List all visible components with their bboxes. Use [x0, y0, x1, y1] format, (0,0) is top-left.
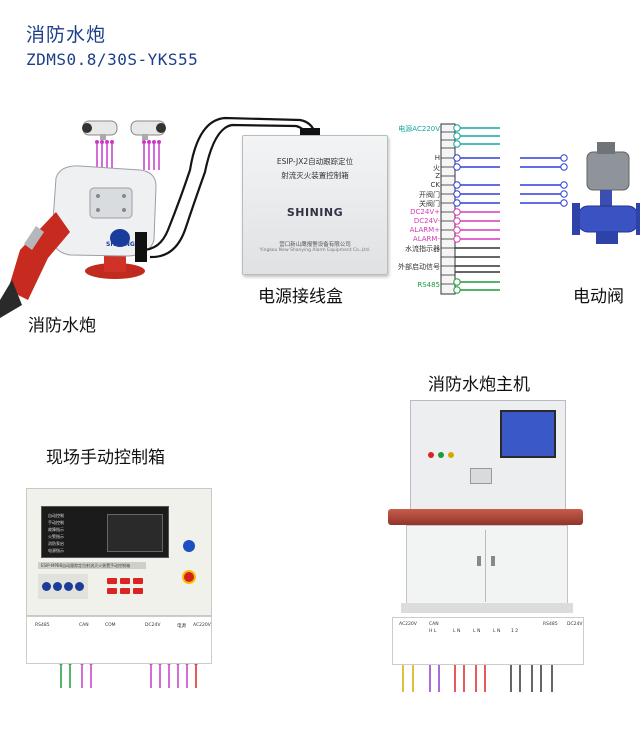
box-label-line2: 射流灭火装置控制箱 [281, 171, 349, 180]
control-button[interactable] [133, 588, 143, 594]
keypad-button[interactable] [53, 582, 62, 591]
box-brand: SHINING [286, 206, 344, 219]
lcd-line: 电源指示 [48, 548, 64, 553]
terminal-label-dc24-minus: DC24V- [413, 217, 440, 225]
terminal-label-flow-indicator: 水流指示器 [405, 245, 440, 253]
caption-host: 消防水炮主机 [428, 375, 530, 395]
electric-valve-icon [572, 142, 640, 244]
key-switch-icon[interactable] [183, 540, 195, 552]
power-junction-box: ESIP-JX2自动跟踪定位 射流灭火装置控制箱 SHINING 营口新山鹰报警… [242, 135, 388, 275]
manual-lcd-indicators: 自动控制 手动控制 故障指示 火警指示 消防泵启 电源指示 [48, 512, 64, 554]
cable-connector-icon [135, 232, 147, 262]
caption-power-box: 电源接线盒 [258, 287, 343, 307]
diagram-title: 消防水炮 [26, 24, 107, 46]
terminal-header: 1 2 [511, 629, 519, 634]
camera-right-icon [130, 120, 166, 140]
keypad-button[interactable] [75, 582, 84, 591]
terminal-label-power: 电源AC220V [398, 125, 440, 133]
terminal-header: CAN [429, 622, 439, 627]
control-button[interactable] [120, 588, 130, 594]
terminal-header: DC24V [567, 622, 583, 627]
camera-wires [96, 142, 160, 170]
manual-box-keypad [38, 574, 88, 599]
host-console-cabinet [406, 525, 568, 605]
terminal-label-ck: CK [430, 181, 440, 189]
terminal-header: L N [473, 629, 481, 634]
terminal-header: RS485 [35, 623, 50, 628]
cabinet-handle-icon[interactable] [491, 556, 495, 566]
keypad-button[interactable] [64, 582, 73, 591]
caption-manual-box: 现场手动控制箱 [46, 448, 165, 468]
terminal-label-alarm-plus: ALARM+ [409, 226, 440, 234]
emergency-stop-button[interactable] [182, 570, 196, 584]
manual-box-strip: ESIP-MPB8自动跟踪定位射流灭火装置手动控制箱 [38, 562, 146, 569]
indicator-light-icon [438, 452, 444, 458]
terminal-label-alarm-minus: ALARM- [412, 235, 440, 243]
terminal-label-rs485: RS485 [417, 281, 440, 289]
lcd-line: 自动控制 [48, 513, 64, 518]
box-label-line1: ESIP-JX2自动跟踪定位 [276, 157, 354, 166]
manual-box-lcd [107, 514, 163, 552]
host-keypad[interactable] [470, 468, 492, 484]
indicator-light-icon [448, 452, 454, 458]
terminal-header: AC220V [399, 622, 417, 627]
model-number: ZDMS0.8/30S-YKS55 [26, 50, 199, 69]
terminal-header: AC220V [193, 623, 211, 628]
terminal-header: 电源 [177, 624, 186, 629]
cannon-brand: SHINING [106, 241, 135, 248]
control-button[interactable] [107, 588, 117, 594]
manual-box-terminal-strip: RS485 CAN COM DC24V 电源 AC220V [26, 616, 212, 664]
host-console-screen [500, 410, 556, 458]
keypad-button[interactable] [42, 582, 51, 591]
box-company-en: Yingkou New Shanying Alarm Equipment Co.… [259, 248, 371, 253]
host-console-desk [388, 509, 583, 525]
cable-cannon-to-box [141, 116, 318, 252]
terminal-header: H L [429, 629, 437, 634]
box-company-cn: 营口新山鹰报警设备有限公司 [279, 242, 351, 248]
cabinet-handle-icon[interactable] [477, 556, 481, 566]
indicator-light-icon [428, 452, 434, 458]
terminal-block [440, 123, 456, 295]
terminal-header: L N [493, 629, 501, 634]
terminal-label-h: H [434, 154, 440, 162]
terminal-label-close-valve: 关阀门 [419, 200, 440, 208]
terminal-label-fire: 火 [433, 164, 440, 172]
terminal-header: CAN [79, 623, 89, 628]
terminal-header: DC24V [145, 623, 161, 628]
lcd-line: 手动控制 [48, 520, 64, 525]
lcd-line: 故障指示 [48, 527, 64, 532]
host-terminal-strip: AC220V CAN H L L N L N L N 1 2 RS485 DC2… [392, 617, 584, 665]
control-button[interactable] [107, 578, 117, 584]
water-cannon-icon [0, 165, 157, 318]
terminal-header: L N [453, 629, 461, 634]
lcd-line: 消防泵启 [48, 541, 64, 546]
caption-valve: 电动阀 [573, 287, 624, 307]
terminal-label-dc24-plus: DC24V+ [410, 208, 440, 216]
control-button[interactable] [133, 578, 143, 584]
host-console-foot [401, 603, 573, 613]
lcd-line: 火警指示 [48, 534, 64, 539]
caption-cannon: 消防水炮 [28, 316, 96, 336]
terminal-header: COM [105, 623, 116, 628]
control-button[interactable] [120, 578, 130, 584]
terminal-header: RS485 [543, 622, 558, 627]
terminal-label-z: Z [435, 172, 440, 180]
terminal-label-open-valve: 开阀门 [419, 191, 440, 199]
camera-left-icon [82, 120, 118, 140]
terminal-label-external-start: 外部启动信号 [398, 263, 440, 271]
